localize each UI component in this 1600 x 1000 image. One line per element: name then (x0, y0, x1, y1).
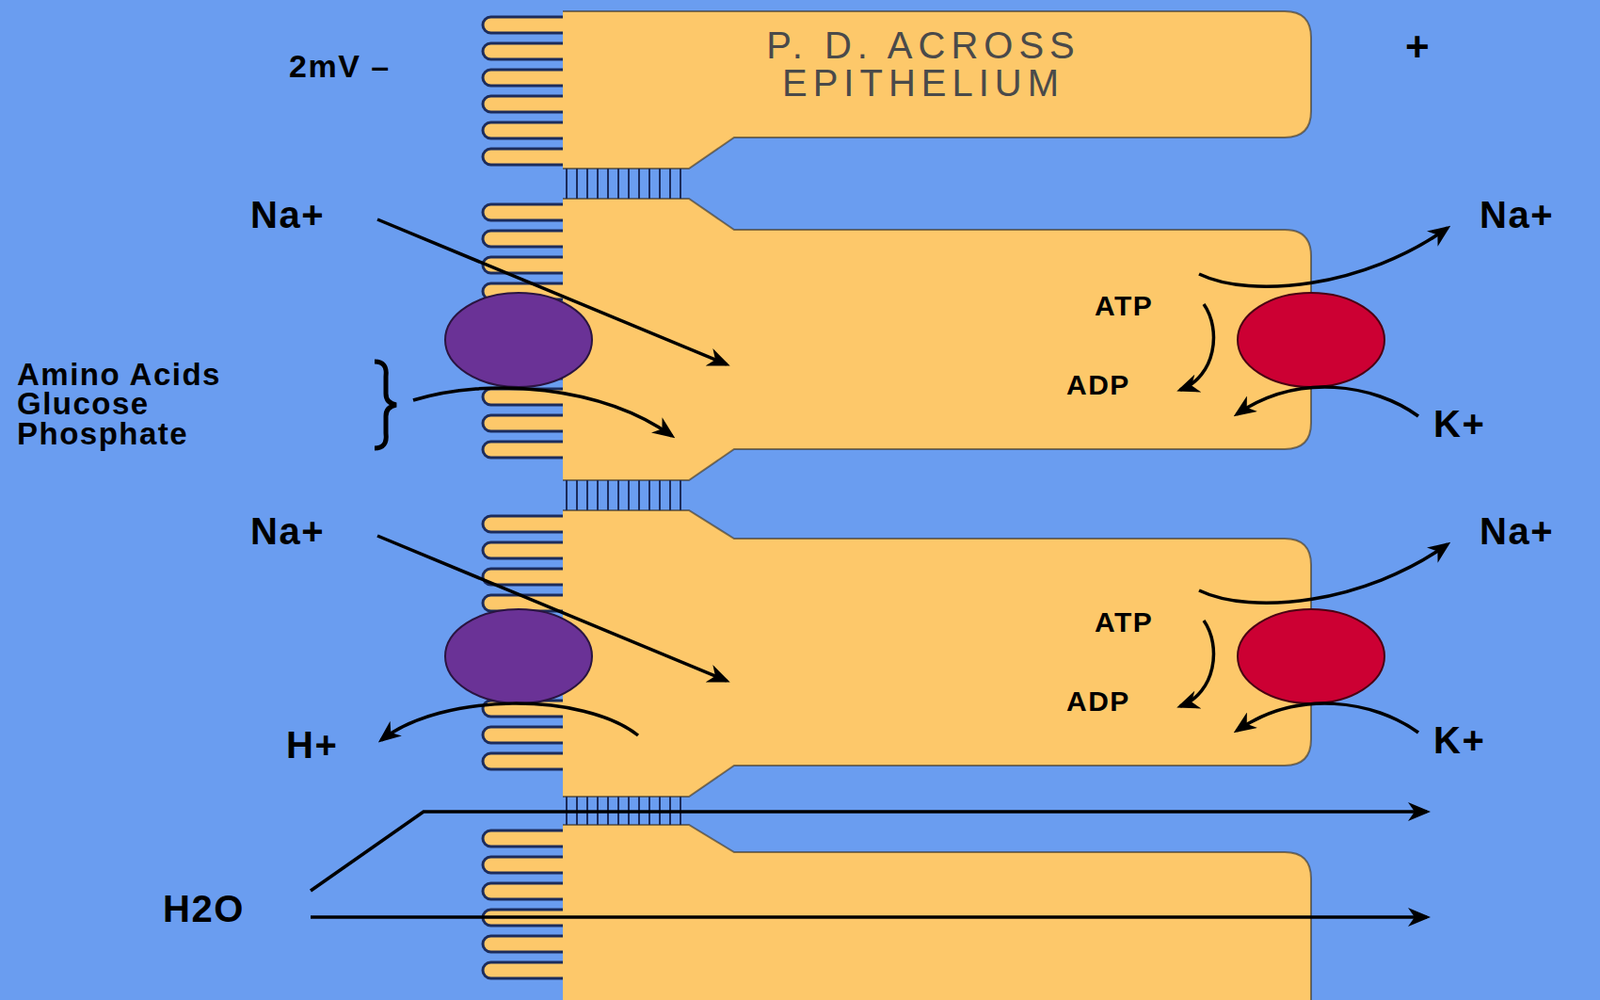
microvillus (482, 726, 573, 743)
ion-label: Na+ (250, 512, 325, 550)
microvillus (482, 568, 573, 585)
ion-label: Na+ (1479, 512, 1554, 550)
exchanger (445, 608, 592, 704)
energy-label: ADP (1066, 687, 1131, 716)
microvillus (482, 256, 573, 273)
flux-arrow (1180, 304, 1214, 390)
cell-outline (562, 11, 1312, 169)
carriers (445, 292, 1385, 704)
cell-body (562, 198, 1312, 480)
junction-strand (679, 480, 682, 511)
junction-strand (627, 168, 630, 199)
microvillus (482, 96, 573, 112)
microvillus (482, 961, 573, 978)
junction-strand (648, 168, 651, 199)
junction-strand (596, 480, 599, 511)
junction-strand (648, 480, 651, 511)
junction-strand (565, 168, 568, 199)
junction-strand (607, 480, 609, 511)
flux-arrow (1199, 227, 1448, 287)
junction-strand (669, 480, 672, 511)
microvillus (482, 441, 573, 458)
ion-label: K+ (1433, 404, 1486, 443)
junction-strand (627, 480, 630, 511)
microvillus (482, 69, 573, 86)
microvillus (482, 230, 573, 247)
energy-label: ATP (1094, 291, 1153, 320)
junction-strand (576, 168, 578, 199)
junction-strand (607, 168, 609, 199)
cell-body (562, 824, 1312, 1000)
ion-label: Na+ (1479, 195, 1554, 234)
flux-arrows (310, 219, 1448, 917)
microvillus (482, 204, 573, 221)
junction-strand (658, 168, 661, 199)
ion-label: H+ (286, 725, 338, 764)
epithelial-cells (562, 11, 1312, 1000)
cell-caption: P. D. ACROSS EPITHELIUM (688, 26, 1159, 102)
junction-strand (586, 168, 589, 199)
junction-strand (586, 480, 589, 511)
microvillus (482, 148, 573, 165)
flux-arrow (1180, 620, 1214, 706)
solute-label: Amino Acids Glucose Phosphate (16, 359, 309, 448)
sodium-pump (1237, 608, 1385, 704)
microvillus (482, 43, 573, 60)
junction-strand (638, 480, 640, 511)
junction-strand (596, 168, 599, 199)
flux-arrow (377, 535, 727, 681)
cell-body (562, 11, 1312, 169)
junction-strand (658, 480, 661, 511)
microvillus (482, 515, 573, 532)
ion-label: K+ (1433, 720, 1486, 759)
cell-body (562, 510, 1312, 797)
brace (374, 361, 397, 448)
microvillus (482, 16, 573, 33)
microvilli (482, 16, 573, 978)
junction-strand (679, 168, 682, 199)
flux-arrow (1236, 703, 1419, 733)
ion-label: Na+ (250, 195, 325, 234)
microvillus (482, 122, 573, 139)
energy-label: ATP (1094, 608, 1153, 637)
flux-arrow (381, 703, 639, 740)
microvillus (482, 542, 573, 559)
sodium-pump (1237, 292, 1385, 387)
flux-arrow (413, 387, 672, 436)
junction-strand (638, 168, 640, 199)
junction-strand (576, 480, 578, 511)
junction-strand (617, 480, 620, 511)
microvillus (482, 935, 573, 952)
microvillus (482, 856, 573, 873)
polarity-label: + (1405, 26, 1431, 68)
microvillus (482, 752, 573, 769)
polarity-label: 2mV – (288, 49, 391, 82)
microvillus (482, 415, 573, 432)
cell-outline (562, 824, 1312, 1000)
flux-arrow (1199, 544, 1448, 603)
junction-strand (565, 480, 568, 511)
water-arrow (310, 914, 1427, 919)
flux-arrow (1236, 386, 1419, 416)
water-arrow (310, 811, 1427, 891)
cotransporter (445, 292, 592, 387)
cell-outline (562, 198, 1312, 480)
junction-strand (669, 168, 672, 199)
microvillus (482, 830, 573, 847)
water-label: H2O (162, 889, 245, 928)
caption-text: P. D. ACROSS EPITHELIUM (688, 26, 1159, 102)
microvillus (482, 882, 573, 899)
cell-outline (562, 510, 1312, 797)
junction-strand (617, 168, 620, 199)
energy-label: ADP (1066, 370, 1131, 400)
flux-arrow (377, 219, 727, 365)
